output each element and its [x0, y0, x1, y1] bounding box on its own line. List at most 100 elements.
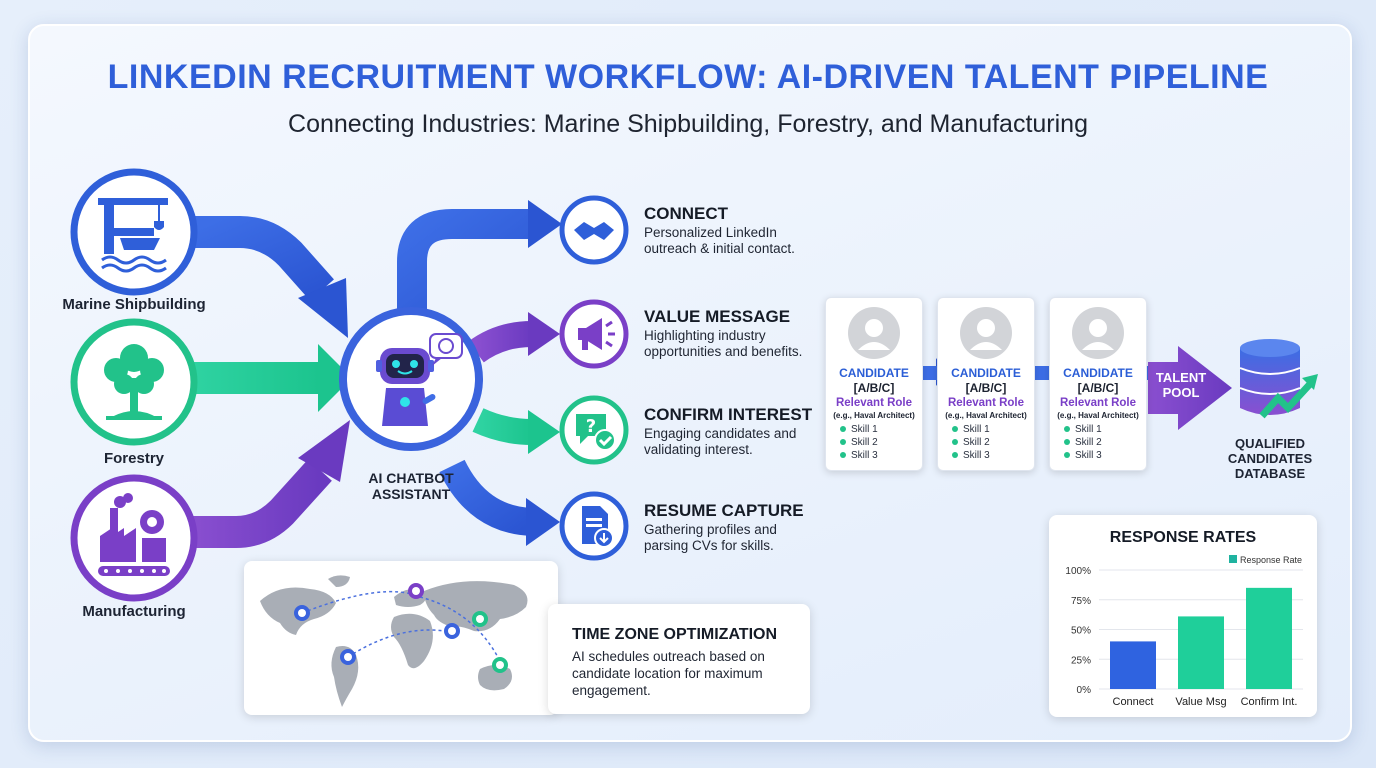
hub-label-line1: AI CHATBOT	[368, 470, 454, 486]
chart-bar	[1178, 616, 1224, 689]
industry-forestry	[70, 318, 198, 446]
question-check-icon: ?	[559, 395, 629, 465]
industry-manufacturing	[70, 474, 198, 602]
location-pin-icon	[340, 649, 356, 665]
talent-pool-line2: POOL	[1162, 385, 1200, 400]
page-title: LINKEDIN RECRUITMENT WORKFLOW: AI-DRIVEN…	[107, 58, 1269, 96]
candidate-skill: Skill 3	[840, 450, 878, 461]
avatar	[1072, 307, 1124, 359]
step-resume-icon-circle	[558, 490, 630, 567]
robot-icon	[339, 307, 483, 451]
ai-chatbot-hub	[336, 304, 486, 454]
step-confirm-title: CONFIRM INTEREST	[644, 405, 813, 424]
world-map-panel	[244, 561, 558, 715]
candidate-skill: Skill 3	[1064, 450, 1102, 461]
candidate-letters: [A/B/C]	[965, 381, 1007, 395]
step-connect-title: CONNECT	[644, 204, 729, 223]
candidate-skill: Skill 1	[952, 424, 990, 435]
step-value-desc: Highlighting industry opportunities and …	[644, 328, 803, 359]
arrow-manufacturing-to-hub	[190, 420, 350, 548]
chart-ytick-label: 50%	[1071, 626, 1091, 637]
tree-icon	[70, 318, 198, 446]
database-label: QUALIFIED CANDIDATES DATABASE	[1208, 436, 1332, 481]
step-resume-desc: Gathering profiles and parsing CVs for s…	[644, 522, 777, 553]
location-pin-icon	[472, 611, 488, 627]
chart-title: RESPONSE RATES	[1109, 529, 1257, 546]
handshake-icon	[559, 195, 629, 265]
step-confirm-icon-circle: ?	[558, 394, 630, 471]
step-value-title: VALUE MESSAGE	[644, 307, 791, 326]
arrow-hub-to-confirm	[472, 408, 560, 454]
chart-xtick-label: Confirm Int.	[1241, 696, 1298, 708]
candidate-role: Relevant Role	[947, 397, 1025, 409]
megaphone-icon	[559, 299, 629, 369]
chart-ytick-label: 25%	[1071, 655, 1091, 666]
chart-bar	[1110, 641, 1156, 689]
timezone-title: TIME ZONE OPTIMIZATION	[572, 626, 778, 643]
arrow-forestry-to-hub	[190, 344, 352, 412]
location-pin-icon	[294, 605, 310, 621]
arrow-hub-to-resume	[439, 459, 560, 546]
industry-marine	[70, 168, 198, 296]
candidate-name: CANDIDATE	[1063, 366, 1133, 380]
chart-xtick-label: Value Msg	[1175, 696, 1226, 708]
candidate-skill: Skill 2	[1064, 437, 1102, 448]
chart-legend-label: Response Rate	[1240, 555, 1302, 565]
chart-bar	[1246, 587, 1292, 689]
step-value-icon-circle	[558, 298, 630, 375]
page-subtitle: Connecting Industries: Marine Shipbuildi…	[288, 110, 1088, 138]
talent-pool-line1: TALENT	[1155, 370, 1207, 385]
candidate-letters: [A/B/C]	[853, 381, 895, 395]
database-line2: CANDIDATES	[1227, 451, 1313, 466]
industry-label-manufacturing: Manufacturing	[82, 603, 186, 620]
industry-label-marine: Marine Shipbuilding	[62, 296, 206, 313]
candidate-role: Relevant Role	[1059, 397, 1137, 409]
database-line1: QUALIFIED	[1234, 436, 1306, 451]
candidate-role: Relevant Role	[835, 397, 913, 409]
database-line3: DATABASE	[1234, 466, 1306, 481]
database-growth-icon	[1239, 339, 1318, 419]
candidate-card: CANDIDATE [A/B/C] Relevant Role (e.g., H…	[937, 297, 1035, 471]
step-connect-desc: Personalized LinkedIn outreach & initial…	[644, 225, 795, 256]
step-confirm-desc: Engaging candidates and validating inter…	[644, 426, 797, 457]
candidate-letters: [A/B/C]	[1077, 381, 1119, 395]
arrow-hub-to-value	[468, 312, 560, 363]
chart-legend-swatch	[1229, 555, 1237, 563]
candidate-card: CANDIDATE [A/B/C] Relevant Role (e.g., H…	[825, 297, 923, 471]
candidate-name: CANDIDATE	[951, 366, 1021, 380]
candidate-skill: Skill 3	[952, 450, 990, 461]
svg-text:?: ?	[586, 416, 596, 437]
candidate-skill: Skill 1	[1064, 424, 1102, 435]
document-download-icon	[559, 491, 629, 561]
candidate-example: (e.g., Haval Architect)	[945, 411, 1027, 420]
candidate-skill: Skill 1	[840, 424, 878, 435]
location-pin-icon	[444, 623, 460, 639]
crane-ship-icon	[70, 168, 198, 296]
timezone-desc: AI schedules outreach based on candidate…	[572, 649, 765, 698]
chart-ytick-label: 100%	[1065, 566, 1091, 577]
location-pin-icon	[492, 657, 508, 673]
factory-gear-icon	[70, 474, 198, 602]
avatar	[960, 307, 1012, 359]
chart-ytick-label: 0%	[1077, 685, 1092, 696]
candidate-example: (e.g., Haval Architect)	[833, 411, 915, 420]
candidate-skill: Skill 2	[952, 437, 990, 448]
avatar	[848, 307, 900, 359]
candidate-card: CANDIDATE [A/B/C] Relevant Role (e.g., H…	[1049, 297, 1147, 471]
arrow-marine-to-hub	[190, 216, 348, 338]
talent-pool-label: TALENT POOL	[1150, 370, 1212, 400]
hub-label-line2: ASSISTANT	[371, 486, 451, 502]
database	[1232, 334, 1324, 439]
step-connect-icon-circle	[558, 194, 630, 271]
timezone-panel: TIME ZONE OPTIMIZATION AI schedules outr…	[548, 604, 810, 714]
chart-xtick-label: Connect	[1113, 696, 1154, 708]
location-pin-icon	[408, 583, 424, 599]
world-map	[260, 575, 528, 707]
candidate-name: CANDIDATE	[839, 366, 909, 380]
talent-pool-arrow	[1148, 346, 1232, 430]
arrow-hub-to-connect	[397, 200, 562, 312]
hub-label: AI CHATBOT ASSISTANT	[336, 470, 486, 502]
